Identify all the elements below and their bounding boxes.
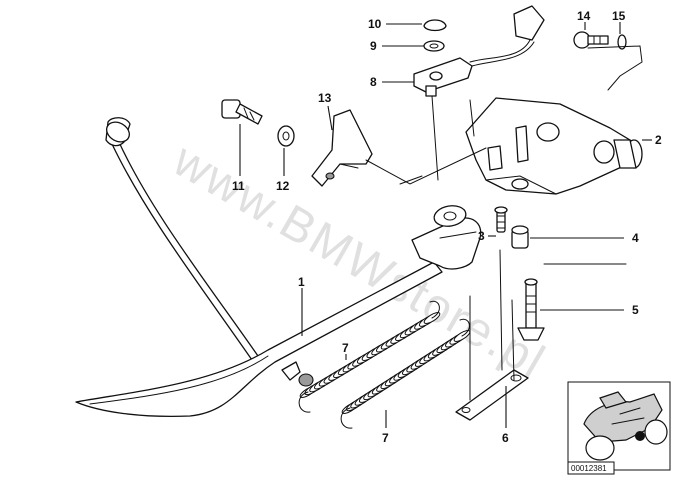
spring-hook	[298, 391, 311, 413]
callout-14: 14	[577, 9, 591, 23]
callout-1: 1	[298, 275, 305, 289]
callout-9: 9	[370, 39, 377, 53]
callout-5: 5	[632, 303, 639, 317]
bolt-3	[494, 206, 508, 233]
spring-hook	[429, 300, 440, 319]
callout-7-top: 7	[342, 341, 349, 355]
motorcycle-thumbnail: 00012381	[567, 381, 671, 475]
bolt-11	[221, 99, 263, 125]
image-id: 00012381	[571, 464, 607, 473]
callouts: 1 2 3 4 5 6 7 7 8 9 10 11 12 13 14 15	[232, 9, 662, 445]
callout-3: 3	[478, 229, 485, 243]
callout-11: 11	[232, 179, 245, 193]
washer-15	[617, 34, 627, 50]
plate-6	[455, 249, 529, 421]
bushing-4	[511, 225, 529, 249]
callout-4: 4	[632, 231, 639, 245]
mounting-bracket	[465, 97, 643, 195]
callout-8: 8	[370, 75, 377, 89]
callout-6: 6	[502, 431, 509, 445]
callout-13: 13	[318, 91, 332, 105]
side-stand	[75, 117, 482, 418]
washer-9	[423, 40, 445, 52]
callout-12: 12	[276, 179, 290, 193]
callout-15: 15	[612, 9, 626, 23]
callout-10: 10	[368, 17, 382, 31]
screw-14	[573, 31, 609, 49]
callout-2: 2	[655, 133, 662, 147]
spring-hook	[340, 407, 353, 429]
callout-7-bottom: 7	[382, 431, 389, 445]
location-marker-icon	[635, 431, 645, 441]
switch-8	[413, 5, 545, 181]
bracket-13	[311, 109, 373, 187]
springs-7	[298, 300, 471, 429]
circlip-10	[423, 19, 447, 32]
spring-hook	[459, 318, 470, 337]
pin-5	[517, 278, 545, 341]
washer-12	[277, 125, 295, 147]
